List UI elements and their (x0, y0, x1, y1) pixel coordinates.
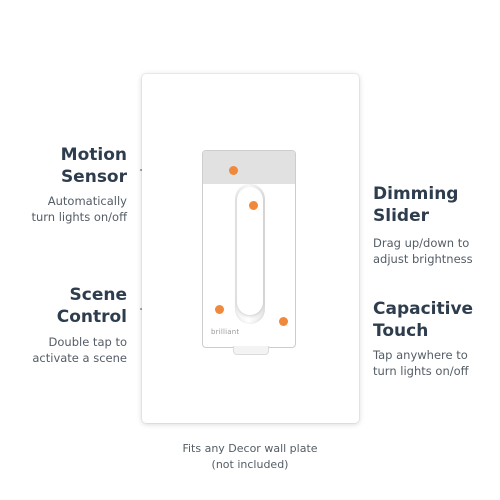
dimmer-switch: brilliant (202, 150, 296, 348)
dimming-slider-title-line: Slider (373, 206, 429, 226)
scene-control-title-line: Control (56, 307, 127, 327)
dimming-slider-dot (249, 201, 258, 210)
capacitive-touch-description-line: turn lights on/off (373, 364, 469, 378)
capacitive-touch-description-line: Tap anywhere to (373, 348, 468, 362)
footer-note-line: Fits any Decor wall plate (182, 442, 318, 455)
dimming-slider-title: Dimming Slider (373, 183, 458, 227)
scene-control-dot (215, 305, 224, 314)
capacitive-touch-title-line: Capacitive (373, 299, 474, 319)
scene-control-description-line: activate a scene (32, 351, 127, 365)
scene-control-title-line: Scene (69, 285, 127, 305)
switch-foot (233, 346, 269, 355)
dimming-slider-title-line: Dimming (373, 184, 459, 204)
footer-note: Fits any Decor wall plate (not included) (120, 441, 380, 473)
motion-sensor-title-line: Motion (60, 145, 127, 165)
brand-label: brilliant (211, 328, 240, 336)
motion-sensor-title: Motion Sensor (61, 144, 127, 188)
capacitive-touch-dot (279, 317, 288, 326)
motion-sensor-title-line: Sensor (60, 167, 127, 187)
dimming-slider-description-line: Drag up/down to (373, 236, 470, 250)
scene-control-title: Scene Control (57, 284, 127, 328)
capacitive-touch-title-line: Touch (373, 321, 429, 341)
dimming-slider-description: Drag up/down to adjust brightness (373, 235, 473, 267)
scene-control-description-line: Double tap to (48, 335, 127, 349)
capacitive-touch-title: Capacitive Touch (373, 298, 473, 342)
motion-sensor-description: Automatically turn lights on/off (31, 193, 127, 225)
motion-sensor-window (203, 151, 295, 184)
footer-note-line: (not included) (211, 458, 289, 471)
scene-control-description: Double tap to activate a scene (32, 334, 127, 366)
dimming-slider-description-line: adjust brightness (373, 252, 473, 266)
motion-sensor-description-line: turn lights on/off (31, 210, 127, 224)
motion-sensor-dot (229, 166, 238, 175)
capacitive-touch-description: Tap anywhere to turn lights on/off (373, 347, 469, 379)
motion-sensor-description-line: Automatically (47, 194, 127, 208)
